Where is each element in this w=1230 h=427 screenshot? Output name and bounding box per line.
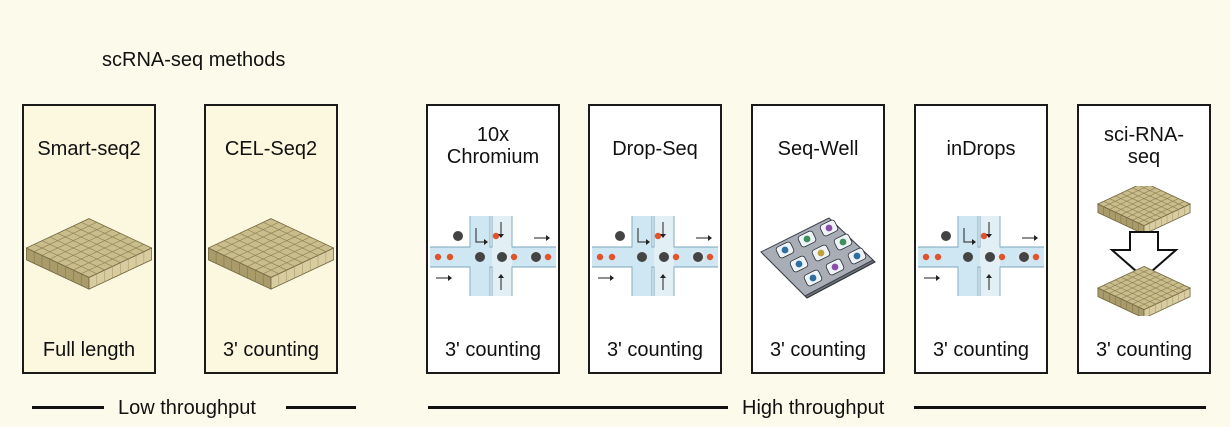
split-pool-illustration — [1081, 186, 1207, 316]
low-throughput-line-right — [286, 406, 356, 409]
method-name: sci-RNA-seq — [1104, 124, 1184, 168]
low-throughput-line-left — [32, 406, 104, 409]
method-card-indrops: inDrops 3' counting — [914, 104, 1048, 374]
method-footer: 3' counting — [932, 339, 1030, 361]
plate-illustration — [208, 186, 334, 316]
method-name: Smart-seq2 — [37, 138, 141, 160]
microfluidic-illustration — [918, 186, 1044, 316]
method-footer: 3' counting — [769, 339, 867, 361]
method-name: inDrops — [946, 138, 1016, 160]
method-footer: 3' counting — [606, 339, 704, 361]
nanowell-illustration — [755, 186, 881, 316]
method-name: Seq-Well — [777, 138, 859, 160]
method-footer: 3' counting — [444, 339, 542, 361]
method-name: CEL-Seq2 — [224, 138, 318, 160]
low-throughput-label: Low throughput — [116, 396, 258, 420]
plate-illustration — [26, 186, 152, 316]
microfluidic-illustration — [430, 186, 556, 316]
method-card-seq-well: Seq-Well 3' counting — [751, 104, 885, 374]
high-throughput-line-right — [914, 406, 1206, 409]
method-footer: 3' counting — [222, 339, 320, 361]
high-throughput-line-left — [428, 406, 728, 409]
method-card-sci-rna-seq: sci-RNA-seq 3' counting — [1077, 104, 1211, 374]
method-card-drop-seq: Drop-Seq 3' counting — [588, 104, 722, 374]
method-footer: 3' counting — [1095, 339, 1193, 361]
method-footer: Full length — [42, 339, 136, 361]
microfluidic-illustration — [592, 186, 718, 316]
method-card-cel-seq2: CEL-Seq2 3' counting — [204, 104, 338, 374]
high-throughput-label: High throughput — [740, 396, 887, 420]
page-title: scRNA-seq methods — [102, 49, 286, 71]
method-name: Drop-Seq — [612, 138, 698, 160]
